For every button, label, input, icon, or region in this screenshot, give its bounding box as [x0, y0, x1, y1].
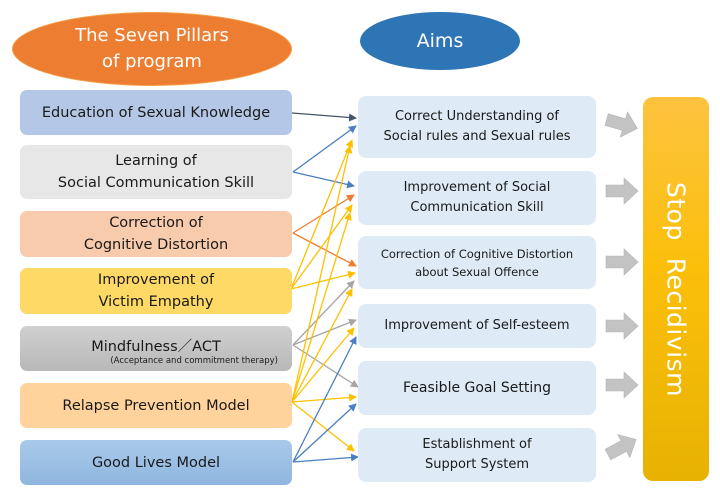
pillar-education-sexual-knowledge: Education of Sexual Knowledge — [20, 90, 292, 135]
connector-p7-a6 — [292, 453, 359, 463]
pillar-label: Mindfulness／ACT — [91, 338, 221, 355]
pillars-header: The Seven Pillars of program — [12, 12, 292, 86]
stop-recidivism-goal: Stop Recidivism — [643, 97, 709, 481]
pillar-good-lives-model: Good Lives Model — [20, 440, 292, 485]
aim-label: Correction of Cognitive Distortion — [380, 246, 574, 261]
pillar-social-communication: Learning of Social Communication Skill — [20, 145, 292, 199]
pillar-label: Good Lives Model — [91, 454, 221, 471]
pillar-mindfulness-act: Mindfulness／ACT (Acceptance and commitme… — [20, 326, 292, 371]
aim-support-system: Establishment of Support System — [358, 428, 596, 482]
connector-p3-a3 — [292, 232, 357, 267]
aim-cognitive-distortion: Correction of Cognitive Distortion about … — [358, 236, 596, 289]
pillar-victim-empathy: Improvement of Victim Empathy — [20, 268, 292, 314]
goal-label: Stop Recidivism — [661, 181, 691, 397]
pillar-label-subtitle: (Acceptance and commitment therapy) — [110, 355, 278, 366]
pillar-label: Education of Sexual Knowledge — [41, 104, 271, 121]
connector-p1-a1 — [291, 112, 357, 122]
aim-label-line2: Social rules and Sexual rules — [383, 129, 571, 144]
connector-p6-a3 — [291, 288, 353, 403]
aims-header-label: Aims — [416, 30, 464, 52]
aim-label: Correct Understanding of — [394, 109, 560, 124]
connector-p5-a4 — [292, 318, 357, 346]
pillar-label: Correction of — [109, 215, 203, 231]
connector-p6-a4 — [291, 327, 355, 403]
pillar-label-line2: Victim Empathy — [98, 294, 214, 310]
connector-p7-a4 — [292, 336, 357, 463]
aim-label-line2: Support System — [424, 457, 529, 472]
connector-p6-a6 — [291, 401, 355, 452]
pillars-header-line2: of program — [102, 51, 202, 72]
connector-p2-a2 — [292, 171, 355, 189]
connector-p5-a3 — [292, 280, 355, 346]
aim-label-line2: about Sexual Offence — [415, 264, 539, 279]
aim-feasible-goal-setting: Feasible Goal Setting — [358, 361, 596, 415]
pillars-header-line1: The Seven Pillars — [75, 25, 229, 46]
pillar-label-line2: Social Communication Skill — [57, 175, 255, 191]
pillar-label-line2: Cognitive Distortion — [83, 237, 229, 253]
connector-p4-a3 — [290, 270, 356, 290]
block-arrow-icon-2 — [605, 177, 639, 205]
aims-header: Aims — [360, 12, 520, 70]
aim-label: Feasible Goal Setting — [403, 380, 551, 396]
aim-label: Improvement of Social — [403, 180, 551, 195]
block-arrow-icon-5 — [605, 371, 639, 399]
connector-p6-a2 — [291, 212, 352, 403]
pillar-label: Relapse Prevention Model — [62, 397, 250, 414]
connector-p6-a1 — [291, 145, 353, 403]
block-arrow-icon-1 — [604, 111, 638, 138]
pillar-relapse-prevention: Relapse Prevention Model — [20, 383, 292, 428]
pillar-label: Learning of — [115, 153, 197, 169]
pillar-cognitive-distortion: Correction of Cognitive Distortion — [20, 211, 292, 257]
connector-p2-a1 — [292, 125, 357, 173]
connector-p3-a2 — [292, 194, 355, 234]
block-arrow-icon-4 — [605, 312, 639, 340]
aim-label: Establishment of — [422, 437, 532, 452]
block-arrow-icon-3 — [605, 248, 639, 276]
aim-label: Improvement of Self-esteem — [384, 318, 570, 333]
aim-correct-understanding: Correct Understanding of Social rules and… — [358, 96, 596, 158]
aim-label-line2: Communication Skill — [410, 200, 544, 215]
block-arrow-icon-6 — [604, 434, 637, 461]
connector-p7-a5 — [292, 403, 357, 463]
pillar-label: Improvement of — [97, 272, 215, 288]
connector-p4-a2 — [290, 204, 353, 290]
aim-self-esteem: Improvement of Self-esteem — [358, 304, 596, 348]
connector-p4-a1 — [290, 139, 354, 290]
